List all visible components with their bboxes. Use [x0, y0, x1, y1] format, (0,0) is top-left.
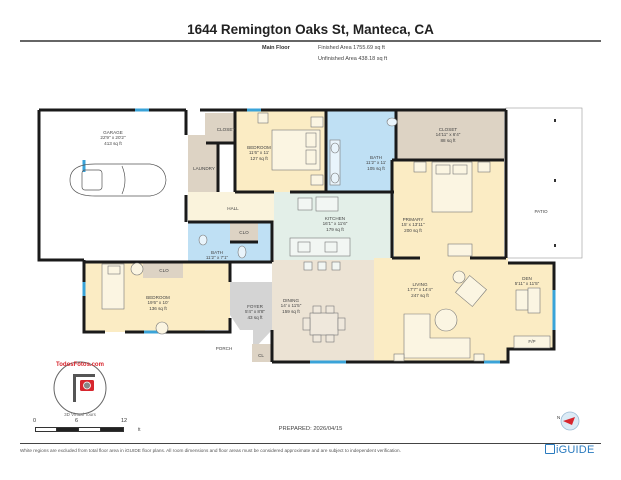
- logo-bottom-text: 3D Virtual Tours: [64, 412, 97, 417]
- footer-divider: [20, 443, 601, 444]
- floor-label: Main Floor: [262, 45, 290, 51]
- garage-fill: [39, 110, 187, 259]
- clo-hall-fill: [230, 222, 258, 242]
- car-icon: [69, 163, 167, 197]
- compass-icon: N: [557, 411, 580, 431]
- todosfotos-logo: TodosFotos.com 3D Virtual Tours: [53, 361, 107, 417]
- page-title: 1644 Remington Oaks St, Manteca, CA: [187, 22, 434, 37]
- disclaimer: White regions are excluded from total fl…: [20, 448, 401, 453]
- svg-text:N: N: [557, 415, 560, 420]
- scale-unit: ft: [138, 427, 141, 432]
- hall-label: HALL: [227, 206, 239, 211]
- iguide-logo-icon: [545, 444, 555, 454]
- finished-area: Finished Area 1755.69 sq ft: [318, 45, 385, 51]
- patio-label: PATIO: [534, 209, 548, 214]
- foyer-fill: [230, 282, 272, 348]
- clo-bed-fill: [143, 262, 183, 278]
- porch-fill: [205, 330, 253, 362]
- scale-seg-4: [100, 427, 124, 432]
- iguide-brand: iGUIDE: [545, 444, 594, 456]
- porch-label: PORCH: [215, 346, 233, 351]
- prepared-date: PREPARED: 2026/04/15: [278, 426, 343, 432]
- cl-label: CL: [258, 353, 264, 358]
- fp-label: F/P: [528, 339, 536, 344]
- clo-hall-label: CLO: [239, 230, 249, 235]
- unfinished-area: Unfinished Area 438.18 sq ft: [318, 56, 388, 62]
- scale-tick-6: 6: [75, 418, 79, 424]
- title-divider: [20, 40, 601, 42]
- closet-primary-fill: [396, 110, 504, 160]
- scale-tick-12: 12: [121, 418, 128, 424]
- dining-fill: [272, 260, 374, 362]
- hall-fill: [188, 192, 274, 222]
- patio-fill: [505, 107, 583, 259]
- laundry-fill: [188, 135, 218, 195]
- scale-tick-0: 0: [33, 418, 37, 424]
- iguide-brand-text: iGUIDE: [556, 444, 595, 456]
- logo-top-text: TodosFotos.com: [56, 362, 104, 368]
- cl-fill: [252, 344, 274, 362]
- clo-bed-label: CLO: [159, 268, 169, 273]
- laundry-label: LAUNDRY: [193, 166, 215, 171]
- closet-small-label: CLOSET: [216, 127, 236, 132]
